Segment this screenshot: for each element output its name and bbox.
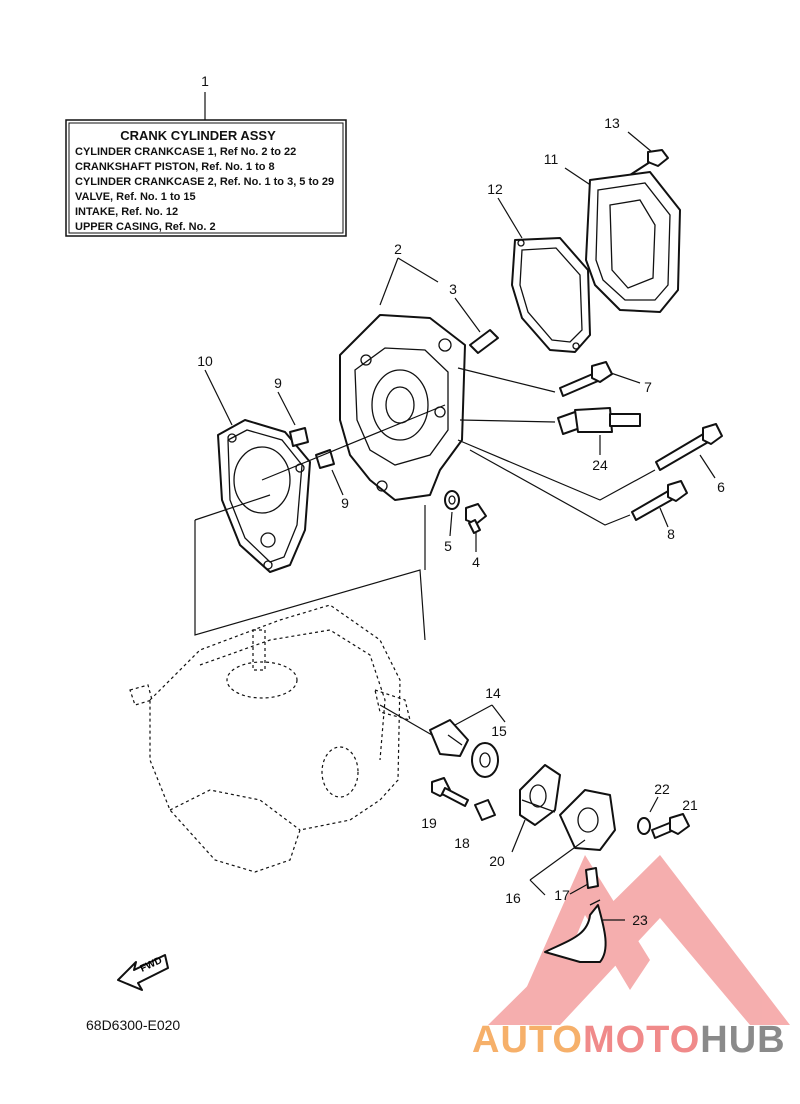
callout-9-lower: 9 — [341, 495, 349, 511]
part-16-cover — [521, 789, 616, 896]
callout-3: 3 — [449, 281, 457, 297]
part-23-hose — [544, 899, 625, 963]
callout-2: 2 — [394, 241, 402, 257]
callout-5: 5 — [444, 538, 452, 554]
assembly-lines — [194, 494, 426, 641]
info-box-line: VALVE, Ref. No. 1 to 15 — [75, 191, 196, 203]
callout-15: 15 — [491, 723, 507, 739]
callout-14: 14 — [485, 685, 501, 701]
part-20-gasket — [511, 764, 561, 853]
info-box-line: CYLINDER CRANKCASE 2, Ref. No. 1 to 3, 5… — [75, 176, 334, 188]
info-box: CRANK CYLINDER ASSY CYLINDER CRANKCASE 1… — [65, 92, 347, 237]
callout-23: 23 — [632, 912, 648, 928]
watermark-logo — [488, 855, 790, 1025]
part-17-pin — [569, 867, 599, 895]
info-box-line: CRANKSHAFT PISTON, Ref. No. 1 to 8 — [75, 161, 275, 173]
part-6-long-bolt — [457, 423, 723, 501]
info-box-title: CRANK CYLINDER ASSY — [120, 128, 276, 143]
callout-7: 7 — [644, 379, 652, 395]
callout-13: 13 — [604, 115, 620, 131]
part-18-collar — [474, 799, 496, 821]
watermark-auto: AUTO — [472, 1019, 583, 1061]
part-8-bolt — [469, 449, 688, 528]
part-12-gasket — [497, 197, 591, 353]
callout-numbers: 1 2 3 4 5 6 7 8 9 9 10 11 12 13 14 15 16… — [197, 73, 725, 928]
part-21-bolt — [651, 813, 690, 839]
callout-8: 8 — [667, 526, 675, 542]
info-box-line: UPPER CASING, Ref. No. 2 — [75, 221, 216, 233]
part-22-washer — [637, 796, 659, 835]
callout-18: 18 — [454, 835, 470, 851]
watermark-hub: HUB — [700, 1019, 785, 1061]
callout-24: 24 — [592, 457, 608, 473]
watermark-triangle-icon — [488, 855, 790, 1025]
part-14-thermostat — [429, 704, 506, 757]
part-4-bolt — [465, 503, 487, 552]
callout-10: 10 — [197, 353, 213, 369]
part-13-bolt — [627, 131, 669, 176]
callout-11: 11 — [544, 151, 559, 167]
crankcase-block — [129, 604, 433, 873]
callout-16: 16 — [505, 890, 521, 906]
part-2-cylinder-head — [339, 257, 466, 501]
fwd-arrow-icon: FWD — [117, 954, 169, 991]
part-10-cylinder-gasket — [204, 369, 311, 573]
callout-6: 6 — [717, 479, 725, 495]
info-box-line: CYLINDER CRANKCASE 1, Ref No. 2 to 22 — [75, 146, 296, 158]
part-24-spark-plug — [459, 407, 641, 455]
part-3-dowel-pin — [454, 297, 499, 354]
watermark-text: AUTOMOTOHUB — [472, 1019, 786, 1061]
part-5-washer — [444, 490, 460, 537]
watermark-triangle-left-icon — [510, 855, 650, 1025]
callout-19: 19 — [421, 815, 437, 831]
diagram-code: 68D6300-E020 — [86, 1017, 180, 1033]
part-9-dowel-pins — [261, 391, 446, 496]
part-7-bolt — [457, 361, 641, 397]
callout-12: 12 — [487, 181, 503, 197]
watermark-moto: MOTO — [583, 1019, 700, 1061]
callout-20: 20 — [489, 853, 505, 869]
callout-1: 1 — [201, 73, 209, 89]
callout-22: 22 — [654, 781, 670, 797]
callout-9-upper: 9 — [274, 375, 282, 391]
callout-21: 21 — [682, 797, 698, 813]
callout-4: 4 — [472, 554, 480, 570]
part-11-cylinder-head-cover — [564, 167, 681, 313]
callout-17: 17 — [554, 887, 570, 903]
part-19-bolt — [431, 777, 469, 807]
info-box-line: INTAKE, Ref. No. 12 — [75, 206, 178, 218]
part-15-seal — [471, 742, 499, 778]
